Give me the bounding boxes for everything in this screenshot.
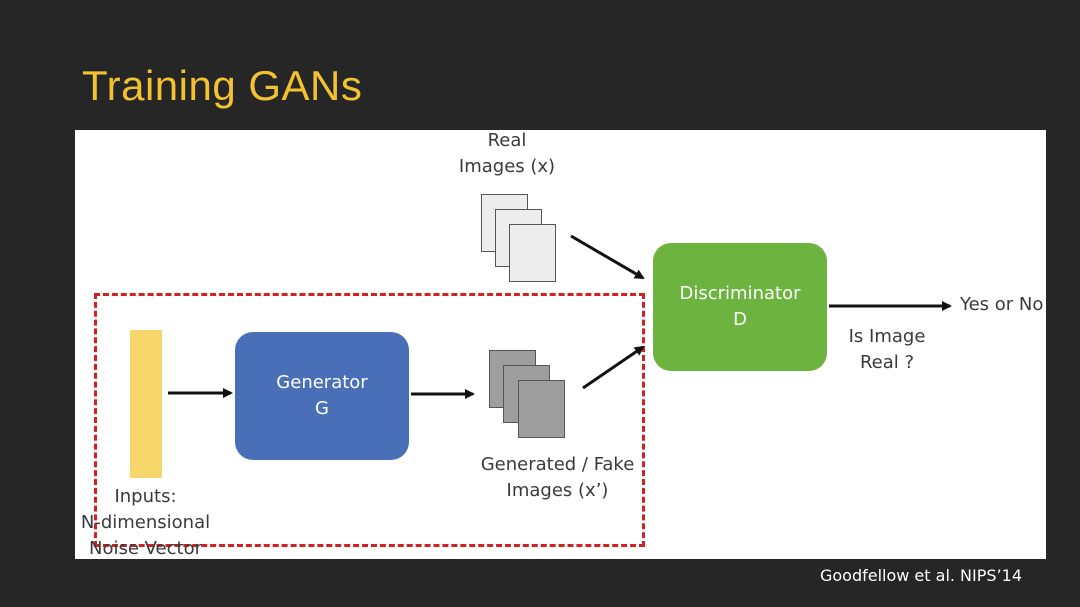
arrow-fake-to-discriminator: [582, 345, 645, 390]
citation: Goodfellow et al. NIPS’14: [819, 566, 1022, 585]
discriminator-box: Discriminator D: [653, 243, 827, 371]
output-label: Yes or No: [960, 294, 1044, 315]
generator-region-dashed-border: [94, 293, 645, 547]
arrow-real-to-discriminator: [570, 234, 645, 280]
inputs-label: Inputs: N-dimensional Noise Vector: [80, 486, 211, 559]
gan-diagram: Real Images (x) Discriminator D Yes or N…: [75, 130, 1046, 559]
flow-arrows: [168, 234, 952, 399]
slide-title: Training GANs: [82, 62, 363, 109]
question-label: Is Image Real ?: [848, 326, 926, 373]
real-image-card: [509, 224, 556, 282]
generated-images-label: Generated / Fake Images (x’): [480, 454, 635, 501]
generator-box: Generator G: [235, 332, 409, 460]
real-images-label: Real Images (x): [458, 130, 556, 177]
noise-vector-bar: [130, 330, 162, 478]
generated-image-card: [518, 380, 565, 438]
